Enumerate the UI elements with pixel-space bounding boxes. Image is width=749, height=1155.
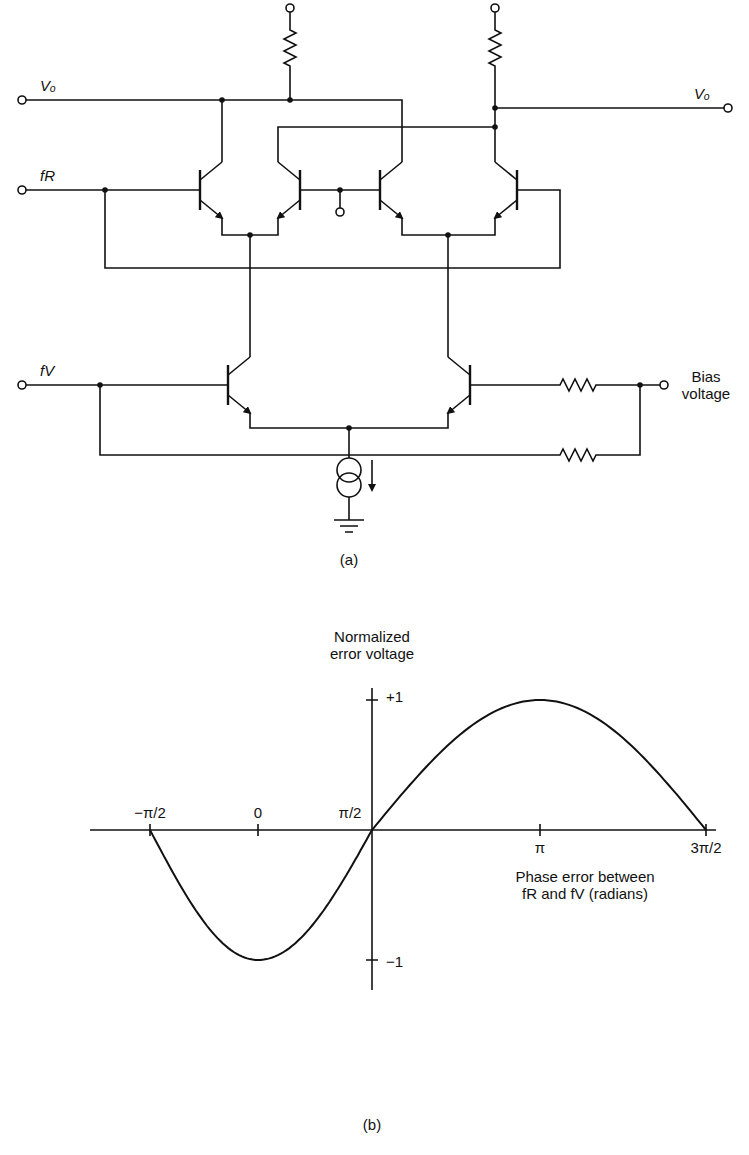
tick-label: +1 [384, 688, 405, 705]
resistor-symbol [470, 379, 660, 391]
transistor-symbol [380, 162, 402, 218]
ground-symbol [334, 520, 364, 532]
transistor-symbol [278, 162, 300, 218]
signal-name: Vₒ [38, 77, 58, 94]
tick-label: −π/2 [132, 804, 168, 821]
phase-detector-plot [90, 688, 716, 990]
x-axis [90, 829, 716, 831]
transistor-symbol [228, 357, 250, 413]
figure-label: (a) [338, 551, 360, 568]
terminal-label: Bias voltage [672, 368, 740, 403]
tick-label: 0 [252, 804, 264, 821]
signal-name: Vₒ [692, 85, 712, 102]
axis-title: Phase error between fR and fV (radians) [508, 868, 662, 903]
transistor-symbol [495, 162, 517, 218]
transistor-symbol [448, 357, 470, 413]
tick-label: 3π/2 [688, 839, 723, 856]
resistor-symbol [284, 12, 296, 100]
tick-label: π/2 [337, 804, 364, 821]
y-axis [371, 688, 373, 990]
axis-title: Normalized error voltage [315, 628, 429, 663]
resistor-symbol [100, 385, 640, 461]
resistor-symbol [489, 12, 501, 108]
current-source-symbol [337, 458, 372, 497]
gilbert-cell-schematic [18, 4, 732, 532]
figure-label: (b) [361, 1116, 383, 1133]
tick-label: π [533, 839, 547, 856]
signal-name: fR [38, 167, 57, 184]
transistor-symbol [200, 162, 222, 218]
error-curve [150, 700, 706, 960]
junction-dots [97, 97, 643, 431]
signal-name: fV [38, 362, 56, 379]
tick-label: −1 [384, 953, 405, 970]
